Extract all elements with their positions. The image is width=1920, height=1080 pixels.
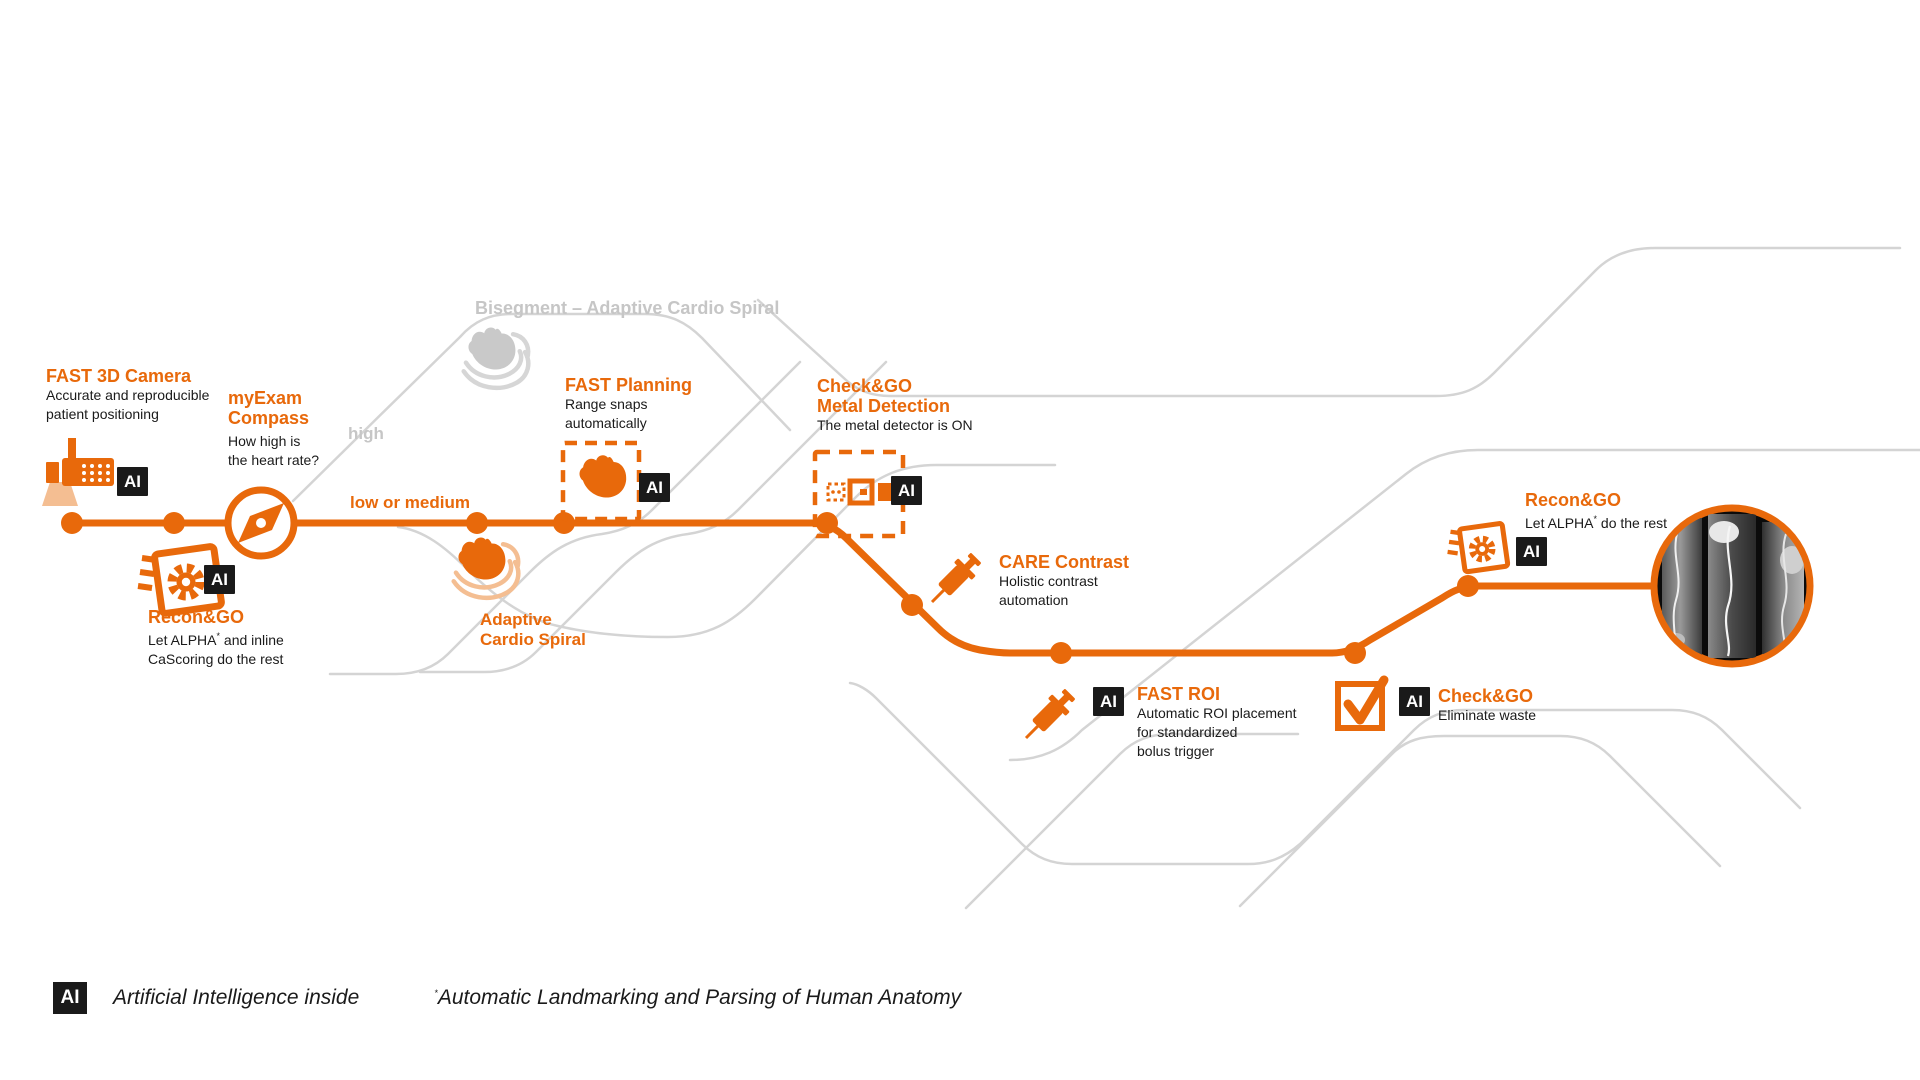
node-desc-line: How high is xyxy=(228,433,301,449)
node-desc-line: Holistic contrast xyxy=(999,573,1098,589)
legend-footnote: *Automatic Landmarking and Parsing of Hu… xyxy=(434,986,962,1009)
adaptive-cardio-spiral-icon xyxy=(446,533,525,605)
legend-ai-text: Artificial Intelligence inside xyxy=(113,986,360,1009)
branch-label-high: high xyxy=(348,424,384,443)
compass-icon xyxy=(224,486,298,560)
label-bisegment: Bisegment – Adaptive Cardio Spiral xyxy=(475,298,780,318)
node-desc-line: the heart rate? xyxy=(228,452,320,468)
node-recon-go-left: Recon&GO Let ALPHA* and inline CaScoring… xyxy=(148,607,284,669)
ai-badge: AI xyxy=(891,476,922,505)
care-contrast-syringe-icon xyxy=(922,548,986,612)
camera-3d-icon xyxy=(42,438,114,506)
node-desc-line: Automatic ROI placement xyxy=(1137,705,1297,721)
node-title: myExam xyxy=(228,388,303,408)
node-title: Recon&GO xyxy=(148,607,245,627)
label-adaptive-cardio-spiral: Adaptive Cardio Spiral xyxy=(480,610,586,649)
branch-label-low-or-medium: low or medium xyxy=(350,493,470,512)
checkbox-icon xyxy=(1335,675,1389,731)
node-title: FAST Planning xyxy=(565,375,693,395)
node-desc-line: CaScoring do the rest xyxy=(148,651,284,667)
node-desc-line: Let ALPHA* and inline xyxy=(148,631,284,648)
ct-result-image xyxy=(1650,504,1814,668)
node-title: Check&GO xyxy=(817,376,913,396)
node-title: FAST 3D Camera xyxy=(46,366,192,386)
ai-badge: AI xyxy=(639,473,670,502)
node-desc-line: Let ALPHA* do the rest xyxy=(1525,514,1668,531)
workflow-route-line xyxy=(68,519,1662,657)
node-desc-line: patient positioning xyxy=(46,406,159,422)
node-desc-line: Accurate and reproducible xyxy=(46,387,210,403)
node-title: Compass xyxy=(228,408,310,428)
node-fast-3d-camera: FAST 3D Camera Accurate and reproducible… xyxy=(46,366,209,424)
node-desc-line: Eliminate waste xyxy=(1438,707,1537,723)
ai-badge: AI xyxy=(204,565,235,594)
node-title: FAST ROI xyxy=(1137,684,1221,704)
node-desc-line: bolus trigger xyxy=(1137,743,1215,759)
ai-badge: AI xyxy=(1093,687,1124,716)
bisegment-cardio-spiral-icon xyxy=(456,323,535,395)
recon-gear-icon-right xyxy=(1448,523,1508,572)
node-care-contrast: CARE Contrast Holistic contrast automati… xyxy=(999,552,1129,610)
node-title: Recon&GO xyxy=(1525,490,1622,510)
node-recon-go-right: Recon&GO Let ALPHA* do the rest xyxy=(1525,490,1667,533)
node-desc-line: automation xyxy=(999,592,1069,608)
node-title: Metal Detection xyxy=(817,396,951,416)
node-fast-roi: FAST ROI Automatic ROI placement for sta… xyxy=(1137,684,1297,761)
fast-roi-syringe-icon xyxy=(1016,684,1080,748)
ai-badge: AI xyxy=(53,982,87,1014)
node-desc-line: automatically xyxy=(565,415,647,431)
node-title: Check&GO xyxy=(1438,686,1534,706)
node-desc-line: for standardized xyxy=(1137,724,1238,740)
route-stations xyxy=(61,512,1479,664)
node-desc-line: Range snaps xyxy=(565,396,648,412)
node-checkgo-eliminate-waste: Check&GO Eliminate waste xyxy=(1438,686,1536,725)
fast-planning-heart-icon xyxy=(560,440,642,522)
ai-badge: AI xyxy=(1399,687,1430,716)
legend: AI Artificial Intelligence inside *Autom… xyxy=(53,982,961,1014)
node-fast-planning: FAST Planning Range snaps automatically xyxy=(565,375,692,433)
node-myexam-compass: myExam Compass How high is the heart rat… xyxy=(228,388,319,470)
node-desc-line: The metal detector is ON xyxy=(817,417,973,433)
node-title: CARE Contrast xyxy=(999,552,1130,572)
node-checkgo-metal-detection: Check&GO Metal Detection The metal detec… xyxy=(817,376,973,435)
ai-badge: AI xyxy=(1516,537,1547,566)
ai-badge: AI xyxy=(117,467,148,496)
